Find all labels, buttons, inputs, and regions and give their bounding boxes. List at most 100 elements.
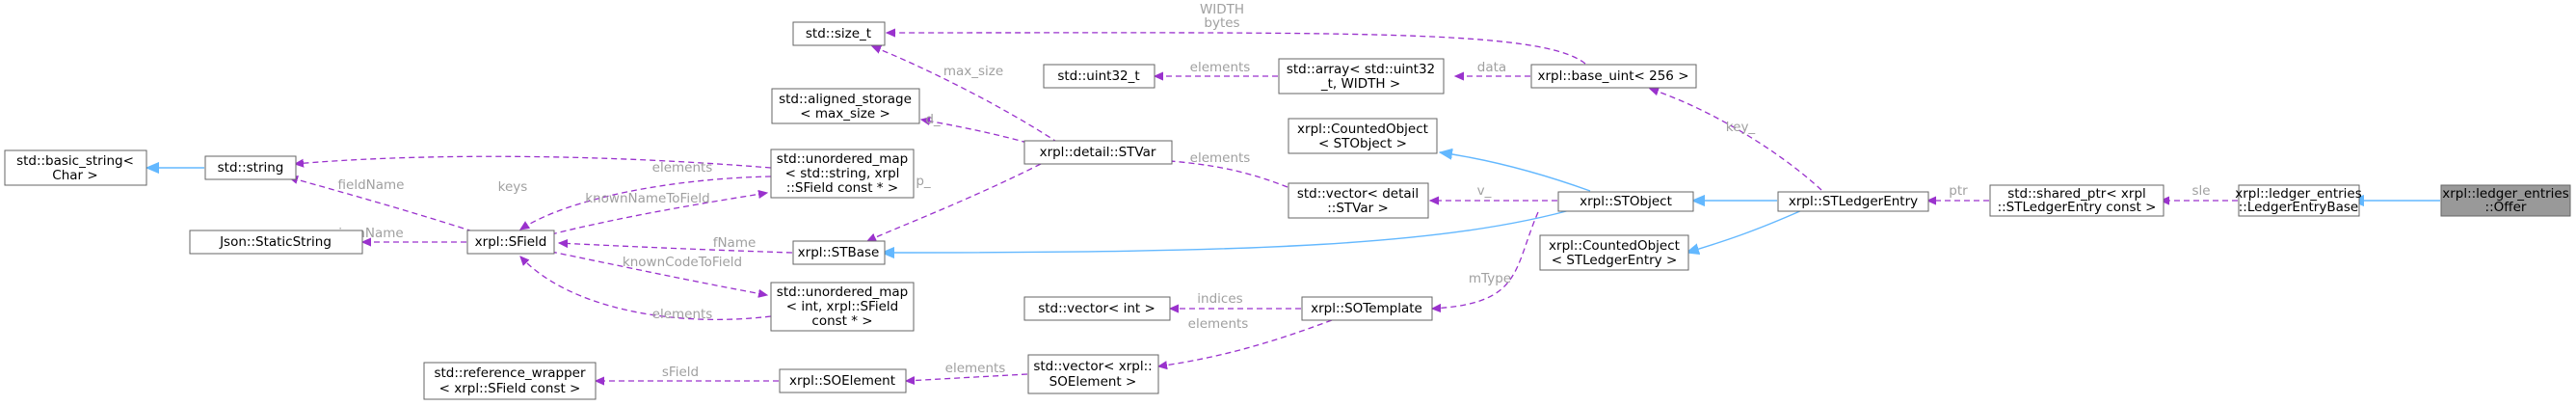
node-vector-stvar-line-2: ::STVar >	[1327, 201, 1389, 216]
node-ledger-entry-base-line-2: ::LedgerEntryBase	[2239, 200, 2358, 215]
node-uint32[interactable]: std::uint32_t	[1043, 64, 1155, 89]
edge-st-object-to-sotemplate	[1432, 211, 1539, 309]
edge-label-key: key_	[1726, 120, 1756, 135]
node-umap-string-line-2: < std::string, xrpl	[785, 166, 900, 181]
node-umap-int-line-1: std::unordered_map	[777, 284, 908, 300]
node-sotemplate[interactable]: xrpl::SOTemplate	[1301, 296, 1433, 321]
node-sotemplate-line-1: xrpl::SOTemplate	[1311, 301, 1422, 316]
edge-label-d: d_	[925, 112, 941, 127]
edge-stvar-to-size-t	[872, 46, 1059, 144]
edge-label-data: data	[1477, 60, 1506, 75]
node-counted-ledger-entry-line-1: xrpl::CountedObject	[1549, 238, 1680, 254]
node-counted-ledger-entry-line-2: < STLedgerEntry >	[1552, 253, 1678, 268]
node-umap-int-line-2: < int, xrpl::SField	[786, 299, 898, 314]
node-umap-int[interactable]: std::unordered_map < int, xrpl::SField c…	[770, 282, 915, 332]
node-shared-ptr-line-2: ::STLedgerEntry const >	[1998, 200, 2157, 215]
edge-stvar-to-aligned-storage	[921, 120, 1028, 144]
edge-umap-string-to-sfield	[520, 176, 772, 230]
node-counted-stobject[interactable]: xrpl::CountedObject < STObject >	[1288, 118, 1438, 154]
edge-label-mtype: mType	[1469, 271, 1511, 286]
edge-st-object-to-stbase	[882, 206, 1581, 253]
node-size-t[interactable]: std::size_t	[792, 21, 886, 46]
node-offer-line-2: ::Offer	[2485, 200, 2527, 215]
edge-label-sle: sle	[2191, 183, 2210, 199]
node-base-uint-line-1: xrpl::base_uint< 256 >	[1537, 68, 1688, 84]
edge-stvar-to-stbase	[867, 163, 1042, 242]
node-json-static[interactable]: Json::StaticString	[189, 230, 363, 255]
node-offer[interactable]: xrpl::ledger_entries ::Offer	[2440, 184, 2571, 217]
edge-label-width: WIDTH	[1200, 2, 1244, 17]
node-counted-stobject-line-2: < STObject >	[1318, 136, 1407, 151]
edge-label-bytes: bytes	[1204, 15, 1239, 31]
edge-label-sfield: sField	[662, 365, 699, 380]
node-sfield-line-1: xrpl::SField	[475, 234, 547, 250]
node-umap-string-line-3: ::SField const * >	[786, 180, 898, 196]
node-stvar-line-1: xrpl::detail::STVar	[1040, 145, 1156, 160]
node-st-object[interactable]: xrpl::STObject	[1557, 191, 1694, 212]
node-std-array-line-1: std::array< std::uint32	[1287, 62, 1435, 77]
edge-label-indices: indices	[1197, 291, 1242, 307]
edge-label-elements-vec: elements	[1190, 150, 1251, 166]
edge-label-elements-array: elements	[1190, 60, 1251, 75]
edge-st-ledger-entry-to-counted-object	[1686, 209, 1803, 253]
edge-sfield-to-umap-string	[550, 193, 767, 235]
node-stbase-line-1: xrpl::STBase	[798, 245, 880, 260]
node-sfield[interactable]: xrpl::SField	[466, 230, 555, 255]
node-soelement[interactable]: xrpl::SOElement	[779, 368, 907, 393]
node-vector-stvar-line-1: std::vector< detail	[1297, 186, 1419, 202]
node-vector-soelement[interactable]: std::vector< xrpl:: SOElement >	[1027, 354, 1159, 394]
node-json-static-line-1: Json::StaticString	[219, 234, 332, 250]
edge-umap-string-to-std-string	[295, 155, 772, 169]
edge-label-p: p_	[916, 174, 931, 189]
node-basic-string[interactable]: std::basic_string< Char >	[4, 149, 147, 186]
node-basic-string-line-1: std::basic_string<	[16, 153, 134, 169]
edge-st-ledger-entry-to-base-uint	[1650, 89, 1822, 191]
node-reference-wrapper-line-2: < xrpl::SField const >	[439, 381, 581, 396]
node-reference-wrapper[interactable]: std::reference_wrapper < xrpl::SField co…	[423, 362, 597, 400]
edge-base-uint-to-size-t	[887, 33, 1586, 65]
edge-vector-soelement-to-soelement	[906, 373, 1028, 381]
node-base-uint[interactable]: xrpl::base_uint< 256 >	[1530, 64, 1697, 89]
edge-label-ptr: ptr	[1949, 183, 1968, 199]
node-vector-stvar[interactable]: std::vector< detail ::STVar >	[1288, 182, 1429, 219]
node-ledger-entry-base[interactable]: xrpl::ledger_entries ::LedgerEntryBase	[2235, 184, 2362, 217]
node-vector-soelement-line-2: SOElement >	[1049, 374, 1137, 390]
node-offer-line-1: xrpl::ledger_entries	[2442, 186, 2569, 202]
node-umap-string[interactable]: std::unordered_map < std::string, xrpl :…	[770, 149, 915, 199]
edge-sfield-to-umap-int	[550, 251, 767, 295]
node-vector-soelement-line-1: std::vector< xrpl::	[1033, 359, 1152, 374]
node-size-t-line-1: std::size_t	[806, 26, 871, 41]
edge-label-elements-umap1: elements	[652, 160, 713, 176]
node-ledger-entry-base-line-1: xrpl::ledger_entries	[2235, 186, 2362, 202]
node-stvar[interactable]: xrpl::detail::STVar	[1023, 140, 1173, 165]
node-shared-ptr[interactable]: std::shared_ptr< xrpl ::STLedgerEntry co…	[1989, 184, 2164, 217]
edge-label-elements-sotpl: elements	[1188, 316, 1249, 332]
edge-stbase-to-sfield	[559, 243, 793, 254]
edge-label-known-name: knownNameToField	[585, 191, 709, 206]
node-shared-ptr-line-1: std::shared_ptr< xrpl	[2007, 186, 2146, 202]
node-soelement-line-1: xrpl::SOElement	[789, 373, 895, 389]
edge-label-known-code: knownCodeToField	[623, 255, 742, 270]
node-counted-stobject-line-1: xrpl::CountedObject	[1297, 122, 1428, 137]
edge-st-object-to-counted-object	[1440, 152, 1591, 192]
edge-sotemplate-to-vector-soelement	[1158, 319, 1333, 366]
edge-label-fieldname: fieldName	[338, 177, 405, 193]
node-reference-wrapper-line-1: std::reference_wrapper	[434, 365, 586, 381]
node-std-string-line-1: std::string	[218, 160, 284, 176]
node-counted-ledger-entry[interactable]: xrpl::CountedObject < STLedgerEntry >	[1539, 234, 1689, 271]
edge-label-elements-umap2: elements	[652, 307, 713, 322]
node-stbase[interactable]: xrpl::STBase	[792, 240, 886, 265]
node-std-array[interactable]: std::array< std::uint32 _t, WIDTH >	[1278, 58, 1445, 95]
node-basic-string-line-2: Char >	[52, 168, 97, 183]
node-st-ledger-entry[interactable]: xrpl::STLedgerEntry	[1777, 191, 1929, 212]
node-aligned-storage[interactable]: std::aligned_storage < max_size >	[771, 88, 920, 124]
node-std-array-line-2: _t, WIDTH >	[1320, 76, 1400, 92]
edge-label-keys: keys	[498, 179, 528, 195]
node-st-object-line-1: xrpl::STObject	[1580, 194, 1672, 209]
node-std-string[interactable]: std::string	[204, 155, 297, 180]
edge-label-max-size: max_size	[943, 64, 1003, 79]
node-umap-int-line-3: const * >	[811, 313, 872, 329]
edge-label-elements-soel: elements	[945, 361, 1006, 376]
node-vector-int[interactable]: std::vector< int >	[1023, 296, 1171, 321]
edge-label-fname: fName	[713, 235, 757, 251]
